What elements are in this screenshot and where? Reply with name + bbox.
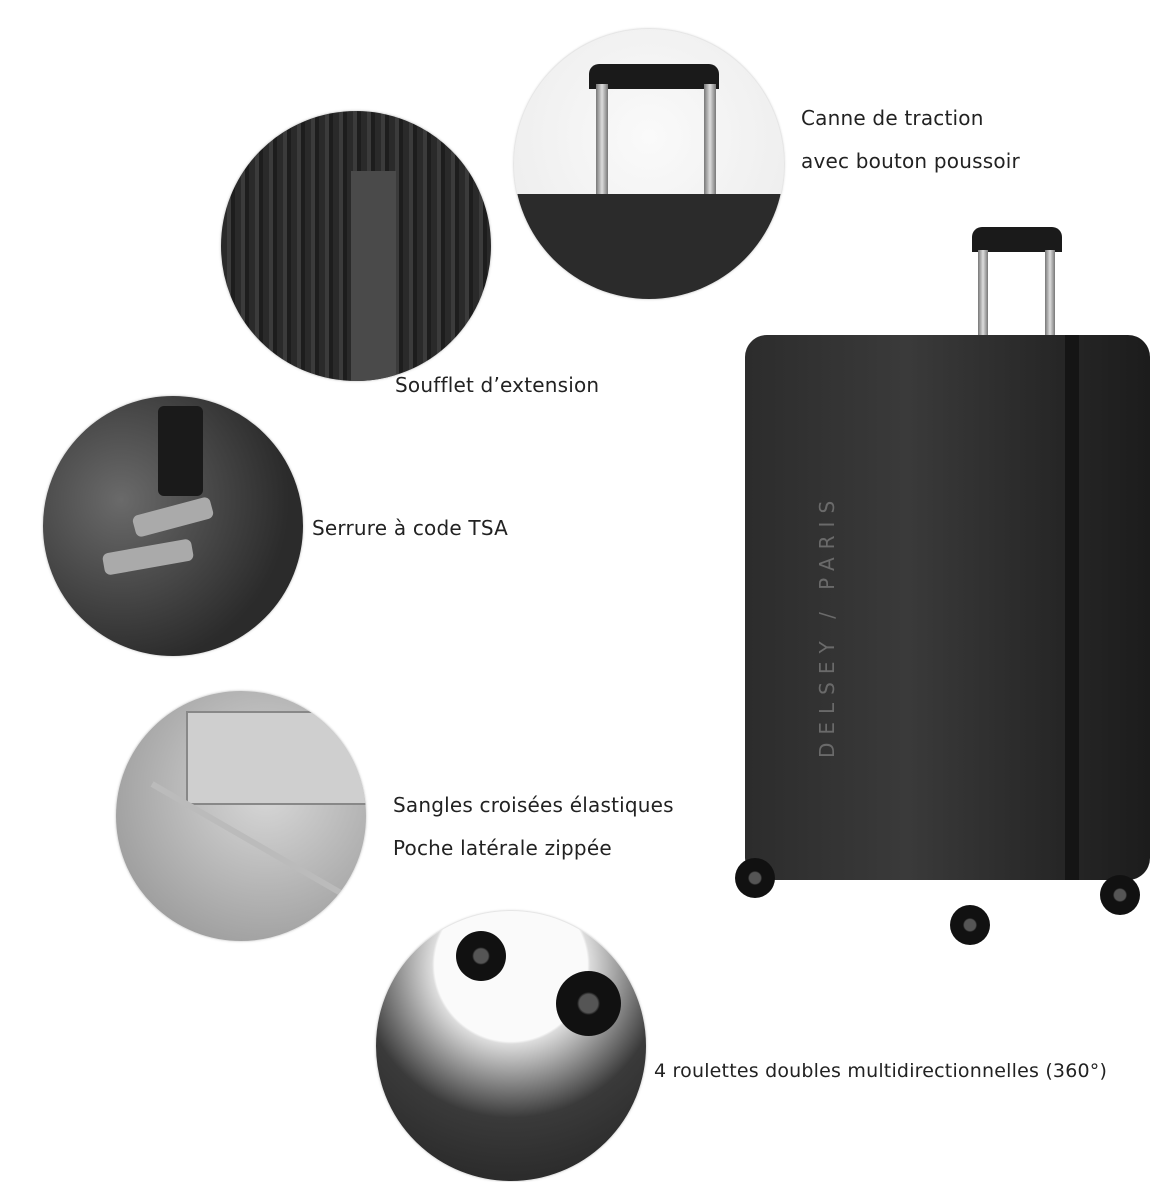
feature-wheels: 4 roulettes doubles multidirectionnelles… bbox=[654, 1060, 1108, 1082]
spinner-wheels-photo bbox=[375, 910, 647, 1182]
telescopic-handle-photo bbox=[513, 28, 785, 300]
brand-logo: DELSEY / PARIS bbox=[815, 492, 839, 758]
handle-rod bbox=[1045, 250, 1055, 340]
suitcase-handle bbox=[972, 227, 1062, 252]
wheel bbox=[1100, 875, 1140, 915]
tsa-lock-photo bbox=[42, 395, 304, 657]
handle-rod bbox=[978, 250, 988, 340]
feature-interior-line1: Sangles croisées élastiques bbox=[393, 793, 674, 817]
wheel bbox=[950, 905, 990, 945]
feature-handle-line2: avec bouton poussoir bbox=[801, 149, 1020, 173]
feature-handle-line1: Canne de traction bbox=[801, 106, 984, 130]
wheel bbox=[735, 858, 775, 898]
feature-interior-line2: Poche latérale zippée bbox=[393, 836, 612, 860]
suitcase-photo bbox=[745, 335, 1150, 880]
feature-gusset: Soufflet d’extension bbox=[395, 373, 600, 397]
expansion-gusset-photo bbox=[220, 110, 492, 382]
interior-photo bbox=[115, 690, 367, 942]
feature-lock: Serrure à code TSA bbox=[312, 516, 508, 540]
